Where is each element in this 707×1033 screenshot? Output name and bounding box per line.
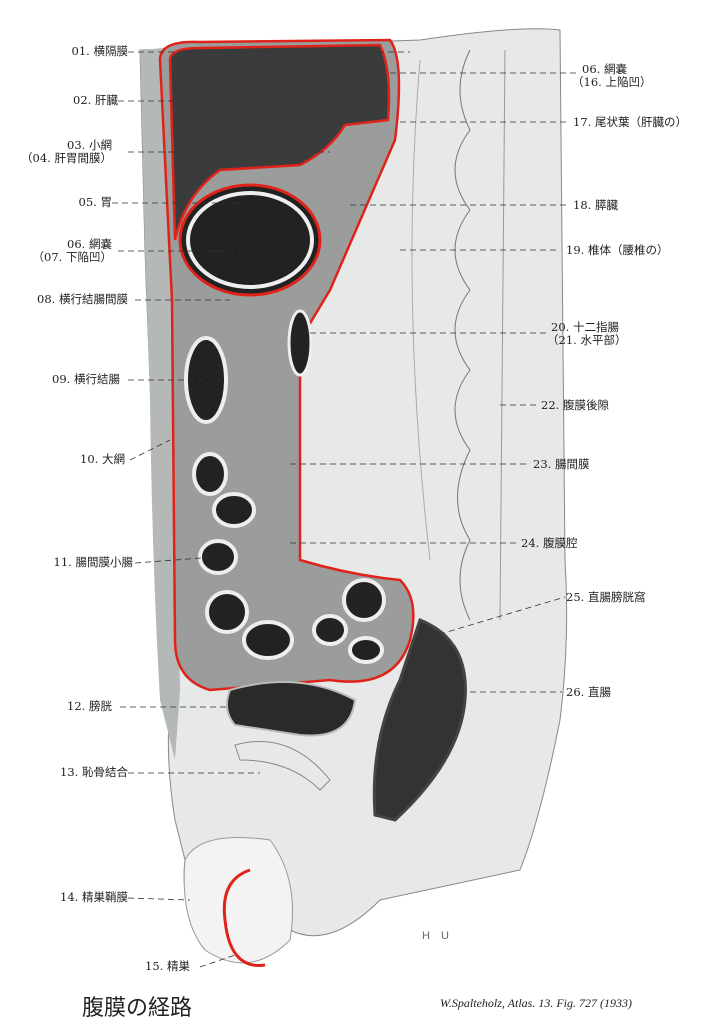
label-testis: 15. 精巣 bbox=[145, 959, 190, 973]
label-stomach: 05. 胃 bbox=[78, 195, 112, 209]
label-inferior-recess: （07. 下陥凹） bbox=[32, 250, 112, 264]
testis-tunica bbox=[222, 868, 266, 967]
label-pancreas: 18. 膵臓 bbox=[573, 198, 618, 212]
label-retroperitoneal-space: 22. 腹膜後隙 bbox=[541, 398, 609, 412]
artist-signature: H U bbox=[422, 930, 453, 942]
transverse-colon bbox=[184, 336, 228, 424]
small-intestine-loops bbox=[192, 452, 386, 664]
label-vertebral-body: 19. 椎体（腰椎の） bbox=[566, 243, 669, 257]
label-mesenteric-small-intestine: 11. 腸間膜小腸 bbox=[53, 555, 133, 569]
label-peritoneal-cavity: 24. 腹膜腔 bbox=[521, 536, 578, 550]
label-rectum: 26. 直腸 bbox=[566, 685, 611, 699]
label-diaphragm: 01. 横隔膜 bbox=[71, 44, 128, 58]
figure-title: 腹膜の経路 bbox=[82, 996, 193, 1021]
pubic-symphysis bbox=[234, 741, 331, 791]
label-superior-recess: （16. 上陥凹） bbox=[572, 75, 652, 89]
label-liver: 02. 肝臓 bbox=[73, 93, 118, 107]
figure-citation: W.Spalteholz, Atlas. 13. Fig. 727 (1933) bbox=[440, 996, 632, 1010]
label-pubic-symphysis: 13. 恥骨結合 bbox=[60, 765, 128, 779]
label-transverse-colon: 09. 横行結腸 bbox=[52, 372, 120, 386]
label-horizontal-part: （21. 水平部） bbox=[547, 333, 627, 347]
scrotum-outline bbox=[183, 837, 293, 964]
stomach bbox=[178, 183, 322, 297]
label-transverse-mesocolon: 08. 横行結腸間膜 bbox=[37, 292, 128, 306]
rectum bbox=[372, 618, 467, 822]
label-bladder: 12. 膀胱 bbox=[67, 699, 112, 713]
vertebral-column bbox=[411, 49, 506, 621]
liver bbox=[168, 43, 391, 241]
label-rectovesical-pouch: 25. 直腸膀胱窩 bbox=[566, 590, 646, 604]
label-mesentery: 23. 腸間膜 bbox=[533, 457, 590, 471]
abdominal-wall bbox=[140, 45, 200, 760]
label-tunica-vaginalis: 14. 精巣鞘膜 bbox=[60, 890, 128, 904]
leader-lines bbox=[112, 51, 578, 968]
label-omental-bursa: 06. 網嚢 bbox=[67, 237, 112, 251]
label-lesser-omentum: 03. 小網 bbox=[67, 138, 112, 152]
label-caudate-lobe: 17. 尾状葉（肝臓の） bbox=[573, 115, 687, 129]
label-omental-bursa-right: 06. 網嚢 bbox=[582, 62, 627, 76]
label-greater-omentum: 10. 大網 bbox=[80, 452, 125, 466]
bladder bbox=[225, 681, 357, 737]
label-duodenum: 20. 十二指腸 bbox=[551, 320, 619, 334]
label-hepatogastric-ligament: （04. 肝胃間膜） bbox=[21, 151, 112, 165]
